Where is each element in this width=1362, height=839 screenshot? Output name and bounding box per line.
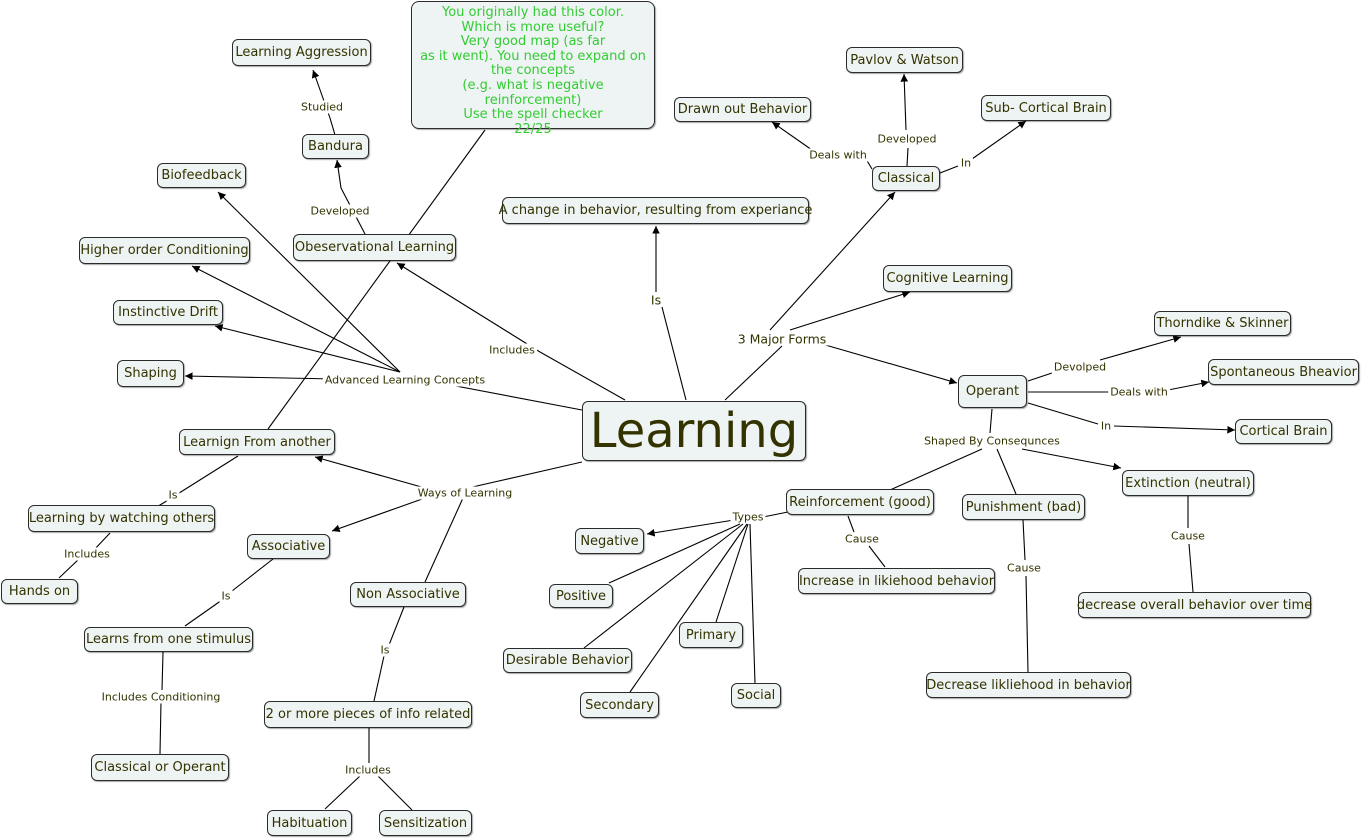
node-drawn-out-behavior[interactable]: Drawn out Behavior [674,97,811,122]
comment-line: Which is more useful? [461,19,605,35]
node-increase-likelihood[interactable]: Increase in likiehood behavior [798,568,995,594]
node-two-or-more[interactable]: 2 or more pieces of info related [264,701,472,728]
node-habituation[interactable]: Habituation [267,810,352,836]
node-positive[interactable]: Positive [549,584,613,608]
link-developed: Developed [875,132,939,146]
comment-line: You originally had this color. [442,5,624,20]
comment-line: as it went). You need to expand on [420,48,646,64]
node-secondary[interactable]: Secondary [580,692,659,718]
node-pavlov-watson[interactable]: Pavlov & Watson [846,47,963,73]
node-operant[interactable]: Operant [958,375,1027,408]
node-decrease-likelihood[interactable]: Decrease likliehood in behavior [926,672,1131,698]
node-negative[interactable]: Negative [575,528,644,554]
node-desirable-behavior[interactable]: Desirable Behavior [503,648,632,673]
node-shaping[interactable]: Shaping [117,360,184,387]
node-change-in-behavior[interactable]: A change in behavior, resulting from exp… [499,197,812,224]
link-deals-with: Deals with [1108,385,1170,399]
comment-line: 22/25 [514,121,552,137]
link-shaped-by-consequences: Shaped By Consequnces [922,434,1062,448]
link-in: In [958,156,974,170]
node-classical-or-operant[interactable]: Classical or Operant [91,754,229,781]
node-learning-by-watching[interactable]: Learning by watching others [28,505,215,532]
comment-line: Use the spell checker [463,107,603,123]
node-learns-one-stimulus[interactable]: Learns from one stimulus [84,627,253,652]
link-deals-with: Deals with [807,148,869,162]
link-is: Is [219,589,233,603]
link-cause: Cause [1005,561,1043,575]
link-devolped: Devolped [1051,360,1109,374]
link-includes-conditioning: Includes Conditioning [99,690,223,704]
node-classical[interactable]: Classical [872,166,940,191]
node-punishment[interactable]: Punishment (bad) [962,494,1085,520]
link-advanced-concepts: Advanced Learning Concepts [322,373,488,387]
comment-text: You originally had this color. Which is … [418,5,648,137]
node-decrease-overall[interactable]: decrease overall behavior over time [1077,592,1312,618]
node-biofeedback[interactable]: Biofeedback [157,163,246,188]
link-is: Is [378,643,392,657]
comment-line: (e.g. what is negative reinforcement) [462,77,604,108]
node-instinctive-drift[interactable]: Instinctive Drift [113,300,223,325]
node-extinction[interactable]: Extinction (neutral) [1122,470,1254,496]
node-learning-aggression[interactable]: Learning Aggression [232,39,371,66]
link-includes: Includes [343,763,393,777]
link-is: Is [166,488,180,502]
node-sub-cortical-brain[interactable]: Sub- Cortical Brain [981,95,1111,121]
node-observational-learning[interactable]: Obeservational Learning [293,234,456,261]
link-types: Types [730,510,766,524]
node-learning[interactable]: Learning [582,401,806,461]
link-includes: Includes [62,547,112,561]
link-ways-of-learning: Ways of Learning [415,486,515,500]
link-includes: Includes [487,343,537,357]
comment-line: the concepts [490,63,576,79]
node-bandura[interactable]: Bandura [302,134,369,159]
link-major-forms: 3 Major Forms [735,331,829,347]
node-non-associative[interactable]: Non Associative [350,582,466,607]
node-reinforcement[interactable]: Reinforcement (good) [786,489,934,515]
node-sensitization[interactable]: Sensitization [379,810,472,836]
node-primary[interactable]: Primary [679,622,743,648]
link-in: In [1098,419,1114,433]
link-developed: Developed [308,204,372,218]
node-higher-order-conditioning[interactable]: Higher order Conditioning [79,237,250,264]
node-hands-on[interactable]: Hands on [1,579,78,604]
node-cortical-brain[interactable]: Cortical Brain [1235,419,1332,444]
node-cognitive-learning[interactable]: Cognitive Learning [883,265,1012,292]
node-learning-from-another[interactable]: Learnign From another [179,429,335,455]
comment-line: Very good map (as far [460,34,606,50]
link-cause: Cause [1169,529,1207,543]
comment-box[interactable]: You originally had this color. Which is … [411,1,655,136]
node-spontaneous-behavior[interactable]: Spontaneous Bheavior [1208,359,1359,385]
node-thorndike-skinner[interactable]: Thorndike & Skinner [1154,311,1291,336]
node-associative[interactable]: Associative [247,534,330,559]
link-studied: Studied [298,100,346,114]
link-is: Is [648,292,664,308]
link-cause: Cause [843,532,881,546]
node-social[interactable]: Social [731,683,781,708]
